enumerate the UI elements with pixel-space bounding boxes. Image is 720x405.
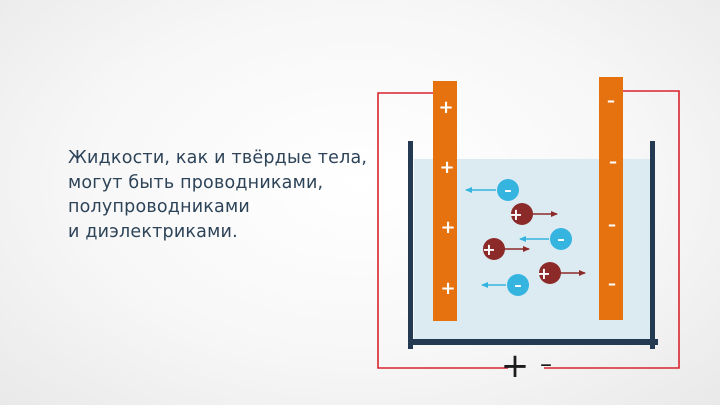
- positive-ion: +: [537, 262, 586, 284]
- caption-line-3: полупроводниками: [68, 197, 250, 217]
- source-minus: –: [540, 350, 552, 378]
- cathode-sign-3: –: [608, 215, 616, 234]
- power-source: + –: [501, 346, 552, 386]
- anode-sign-1: +: [438, 97, 453, 118]
- circuit-wire: [377, 90, 680, 369]
- svg-text:–: –: [557, 230, 565, 248]
- vessel: [408, 141, 658, 349]
- svg-text:+: +: [537, 264, 550, 283]
- caption-line-2: могут быть проводниками,: [68, 172, 324, 193]
- cathode-sign-4: –: [608, 274, 616, 293]
- caption-text: Жидкости, как и твёрдые тела, могут быть…: [68, 146, 413, 244]
- cathode-sign-1: –: [607, 91, 615, 110]
- cathode-sign-2: –: [609, 152, 617, 171]
- negative-ion: –: [481, 274, 529, 296]
- svg-text:–: –: [504, 181, 512, 199]
- anode-sign-2: +: [439, 157, 454, 178]
- caption-line-4: и диэлектриками.: [68, 221, 238, 242]
- svg-text:+: +: [482, 240, 495, 259]
- svg-text:–: –: [514, 276, 522, 294]
- positive-ion: +: [482, 238, 530, 260]
- caption-line-1: Жидкости, как и твёрдые тела,: [68, 148, 368, 168]
- negative-ion: –: [519, 228, 572, 250]
- anode-sign-4: +: [440, 278, 455, 299]
- anode-electrode: + + + +: [433, 81, 457, 321]
- source-plus: +: [501, 346, 530, 386]
- svg-text:+: +: [509, 205, 522, 224]
- cathode-electrode: – – – –: [599, 77, 623, 320]
- anode-sign-3: +: [440, 217, 455, 238]
- negative-ion: –: [465, 179, 519, 201]
- positive-ion: +: [509, 203, 558, 225]
